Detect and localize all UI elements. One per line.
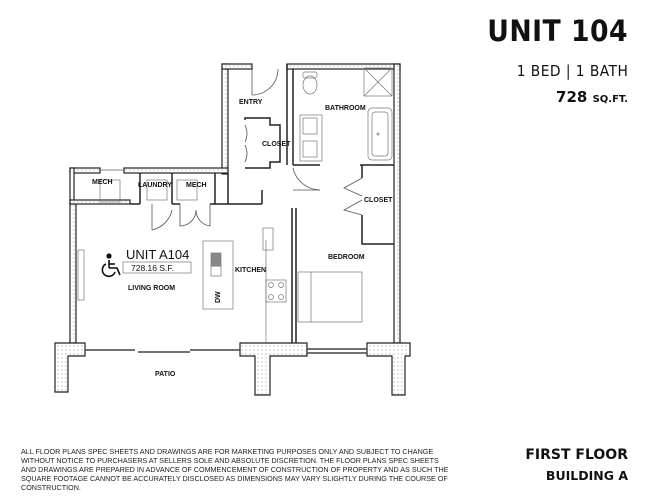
square-footage: 728 SQ.FT. xyxy=(556,88,628,106)
room-label-bedroom: BEDROOM xyxy=(328,254,365,261)
exterior-walls xyxy=(54,63,411,396)
sqft-unit: SQ.FT. xyxy=(592,94,628,105)
room-label-bedroom-closet: CLOSET xyxy=(364,197,393,204)
room-label-mech-left: MECH xyxy=(92,179,113,186)
room-label-mech-right: MECH xyxy=(186,182,207,189)
unit-label: UNIT A104 xyxy=(126,247,189,262)
unit-title: UNIT 104 xyxy=(487,14,628,48)
unit-area-box xyxy=(122,261,192,274)
room-label-kitchen: KITCHEN xyxy=(235,267,266,274)
dishwasher-label: DW xyxy=(215,291,222,303)
room-label-entry: ENTRY xyxy=(239,99,263,106)
room-label-entry-closet: CLOSET xyxy=(262,141,291,148)
sqft-value: 728 xyxy=(556,88,588,106)
doors xyxy=(100,68,363,231)
wheelchair-icon xyxy=(101,253,121,278)
room-label-laundry: LAUNDRY xyxy=(138,182,172,189)
bed-bath-summary: 1 BED | 1 BATH xyxy=(516,62,628,80)
windows xyxy=(85,348,367,354)
fixtures xyxy=(77,67,393,343)
room-label-living-room: LIVING ROOM xyxy=(128,285,175,292)
interior-walls xyxy=(130,64,394,343)
building-label: BUILDING A xyxy=(545,468,628,483)
room-label-bathroom: BATHROOM xyxy=(325,105,366,112)
room-label-patio: PATIO xyxy=(155,371,176,378)
floor-label: FIRST FLOOR xyxy=(525,447,628,463)
disclaimer: ALL FLOOR PLANS SPEC SHEETS AND DRAWINGS… xyxy=(21,447,449,492)
unit-area: 728.16 S.F. xyxy=(131,263,174,273)
